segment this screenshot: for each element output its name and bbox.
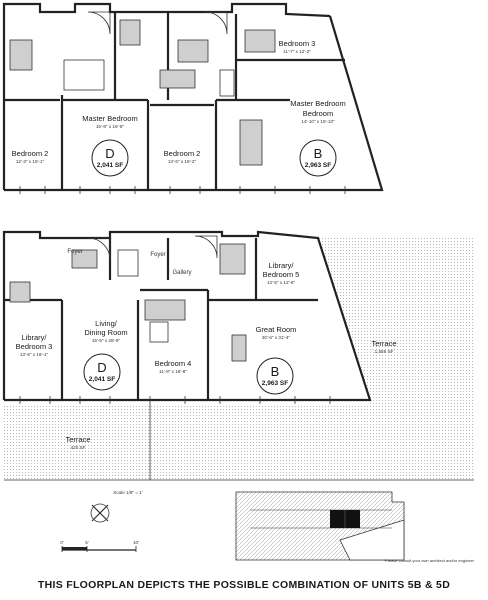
- scale-tick: 5': [85, 540, 89, 545]
- room-name: Library/: [268, 261, 294, 270]
- unit-d-badge: D 2,041 SF: [83, 353, 121, 391]
- room-name-line2: Bedroom 5: [263, 270, 300, 279]
- terrace-name: Terrace: [371, 339, 396, 348]
- room-dims: 30'-6" x 31'-4": [262, 335, 291, 340]
- scale-tick: 0': [60, 540, 64, 545]
- disclaimer-note: *Please consult your own architect and/o…: [384, 558, 475, 563]
- room-dims: 12'-3" x 15'-1": [16, 159, 45, 164]
- terrace-area: 1,559 SF: [375, 349, 394, 354]
- scale-tick: 10': [133, 540, 139, 545]
- unit-d-badge: D 2,041 SF: [91, 139, 129, 177]
- room-name: Bedroom 3: [279, 39, 316, 48]
- svg-text:2,041 SF: 2,041 SF: [97, 162, 123, 169]
- room-name: Great Room: [256, 325, 297, 334]
- room-dims: 14'-10" x 15'-10": [301, 119, 335, 124]
- lower-floor-plan: Foyer Foyer Gallery Library/ Bedroom 5 1…: [2, 230, 474, 481]
- terrace-area: 420 SF: [71, 445, 86, 450]
- svg-text:2,041 SF: 2,041 SF: [89, 376, 115, 383]
- svg-text:2,963 SF: 2,963 SF: [305, 162, 331, 169]
- room-name-line2: Bedroom: [303, 109, 333, 118]
- room-dims: 13'-5" x 12'-8": [267, 280, 296, 285]
- scale-text: Scale 1/8" = 1': [113, 490, 143, 495]
- room-name: Bedroom 2: [164, 149, 201, 158]
- unit-b-badge: B 2,963 SF: [299, 139, 337, 177]
- unit-b-badge: B 2,963 SF: [256, 357, 294, 395]
- compass-icon: [90, 503, 110, 523]
- svg-text:B: B: [314, 146, 323, 161]
- terrace-large: [318, 238, 474, 480]
- room-dims: 13'-6" x 16'-1": [20, 352, 49, 357]
- room-dims: 15'-5" x 28'-9": [92, 338, 121, 343]
- room-name: Master Bedroom: [290, 99, 345, 108]
- room-name: Bedroom 2: [12, 149, 49, 158]
- room-name: Library/: [21, 333, 47, 342]
- room-dims: 11'-7" x 12'-2": [283, 49, 311, 54]
- key-plan: [235, 491, 405, 561]
- room-dims: 11'-8" x 18'-8": [159, 369, 187, 374]
- gallery-label: Gallery: [172, 270, 191, 276]
- svg-text:2,963 SF: 2,963 SF: [262, 380, 288, 387]
- scale-bar: 0' 5' 10': [60, 540, 139, 552]
- room-name: Living/: [95, 319, 118, 328]
- room-name: Master Bedroom: [82, 114, 137, 123]
- room-name: Bedroom 4: [155, 359, 192, 368]
- upper-floor-plan: Bedroom 2 12'-3" x 15'-1" Master Bedroom…: [2, 2, 384, 194]
- room-dims: 15'-8" x 16'-8": [96, 124, 125, 129]
- foyer-label: Foyer: [150, 252, 165, 258]
- room-name-line2: Dining Room: [84, 328, 127, 337]
- floorplan-caption: THIS FLOORPLAN DEPICTS THE POSSIBLE COMB…: [37, 579, 451, 591]
- room-dims: 13'-6" x 16'-2": [168, 159, 197, 164]
- room-name-line2: Bedroom 3: [16, 342, 53, 351]
- svg-text:D: D: [97, 360, 106, 375]
- terrace-name: Terrace: [65, 435, 90, 444]
- terrace-small: [4, 404, 370, 480]
- svg-text:B: B: [271, 364, 280, 379]
- foyer-label: Foyer: [67, 249, 82, 255]
- svg-text:D: D: [105, 146, 114, 161]
